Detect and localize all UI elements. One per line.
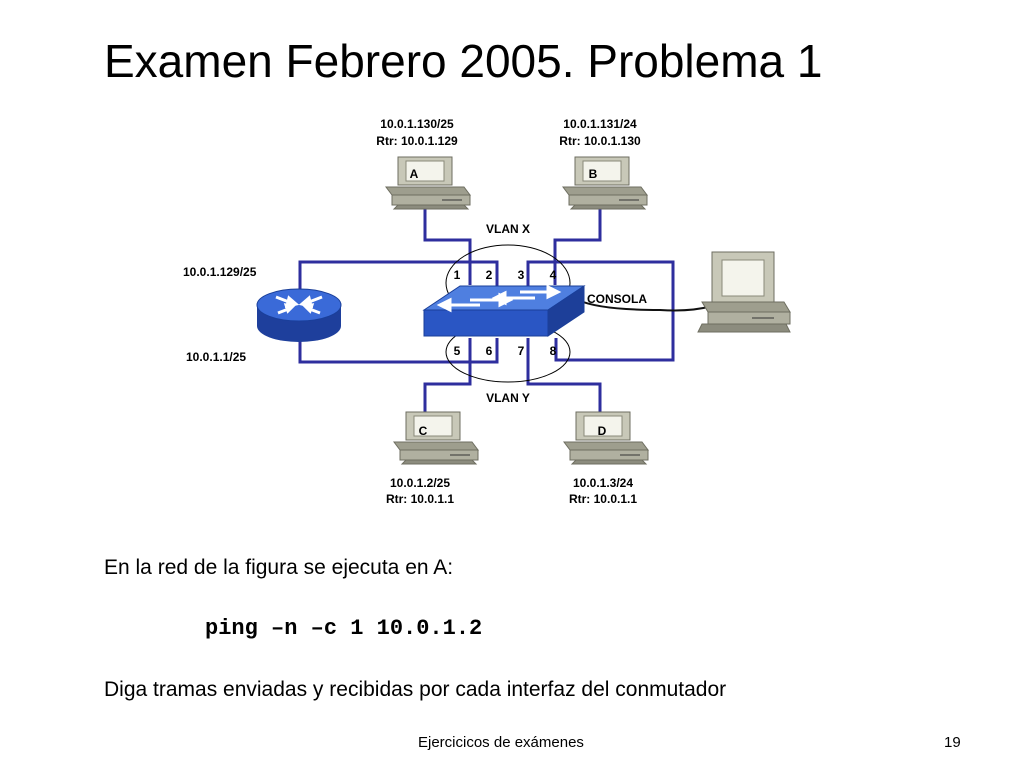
pc-c-icon bbox=[393, 411, 479, 465]
console-label: CONSOLA bbox=[587, 292, 647, 306]
host-b-label: B bbox=[589, 167, 598, 181]
question-intro: En la red de la figura se ejecuta en A: bbox=[104, 556, 454, 579]
pc-d-icon bbox=[563, 411, 649, 465]
host-a-rtr: Rtr: 10.0.1.129 bbox=[376, 134, 458, 148]
console-cable bbox=[577, 299, 713, 312]
port-6: 6 bbox=[486, 344, 493, 358]
slide-title: Examen Febrero 2005. Problema 1 bbox=[104, 35, 823, 87]
page-number: 19 bbox=[944, 734, 961, 751]
console-pc-icon bbox=[697, 251, 791, 333]
link-b-port4 bbox=[553, 205, 602, 285]
pc-a-icon bbox=[385, 156, 471, 210]
switch-icon bbox=[422, 284, 586, 337]
port-1: 1 bbox=[454, 268, 461, 282]
host-b-ip: 10.0.1.131/24 bbox=[563, 117, 637, 131]
host-b-rtr: Rtr: 10.0.1.130 bbox=[559, 134, 641, 148]
question-text: Diga tramas enviadas y recibidas por cad… bbox=[104, 678, 727, 701]
port-3: 3 bbox=[518, 268, 525, 282]
port-7: 7 bbox=[518, 344, 525, 358]
host-a-label: A bbox=[410, 167, 419, 181]
host-a-ip: 10.0.1.130/25 bbox=[380, 117, 454, 131]
pc-b-icon bbox=[562, 156, 648, 210]
port-2: 2 bbox=[486, 268, 493, 282]
vlan-x-label: VLAN X bbox=[486, 222, 530, 236]
vlan-y-label: VLAN Y bbox=[486, 391, 530, 405]
router-ip-bottom: 10.0.1.1/25 bbox=[186, 350, 246, 364]
host-d-ip: 10.0.1.3/24 bbox=[573, 476, 633, 490]
link-router-port2 bbox=[298, 260, 499, 300]
port-5: 5 bbox=[454, 344, 461, 358]
host-c-rtr: Rtr: 10.0.1.1 bbox=[386, 492, 454, 506]
ping-command: ping –n –c 1 10.0.1.2 bbox=[205, 616, 483, 641]
router-icon bbox=[256, 288, 342, 342]
host-d-rtr: Rtr: 10.0.1.1 bbox=[569, 492, 637, 506]
port-8: 8 bbox=[550, 344, 557, 358]
host-d-label: D bbox=[598, 424, 607, 438]
router-ip-top: 10.0.1.129/25 bbox=[183, 265, 257, 279]
host-c-ip: 10.0.1.2/25 bbox=[390, 476, 450, 490]
footer-title: Ejercicicos de exámenes bbox=[418, 734, 584, 751]
host-c-label: C bbox=[419, 424, 428, 438]
port-4: 4 bbox=[550, 268, 557, 282]
link-router-port6 bbox=[298, 330, 499, 364]
